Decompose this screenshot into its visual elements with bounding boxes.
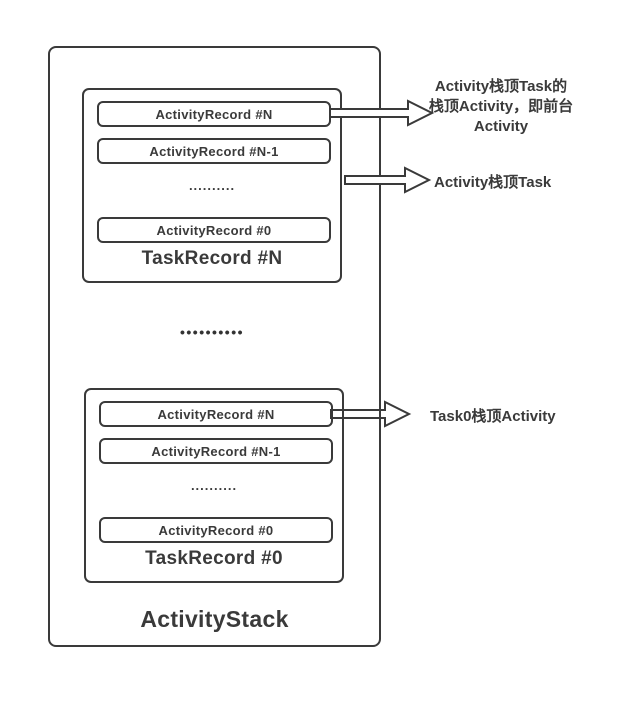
activity-record-0-label: ActivityRecord #0 [158, 522, 274, 538]
activity-record-n1-label: ActivityRecord #N-1 [149, 143, 279, 159]
task-record-n-box: ActivityRecord #N ActivityRecord #N-1 ..… [82, 88, 342, 283]
task-separator-dots: •••••••••• [179, 324, 244, 340]
activity-record-n1-box: ActivityRecord #N-1 [99, 438, 333, 464]
task-record-0-box: ActivityRecord #N ActivityRecord #N-1 ..… [84, 388, 344, 583]
right-arrow-icon [330, 400, 412, 428]
right-arrow-icon [344, 166, 432, 194]
annotation-top-task: Activity栈顶Task [434, 174, 552, 191]
annotation-foreground-activity: Activity栈顶Task的 栈顶Activity，即前台 Activity [428, 78, 574, 135]
task-record-0-label: TaskRecord #0 [145, 548, 283, 569]
task-record-n-label: TaskRecord #N [141, 248, 283, 269]
activity-stack-label: ActivityStack [140, 606, 289, 632]
ellipsis-dots: .......... [190, 478, 238, 493]
activity-record-n-box: ActivityRecord #N [99, 401, 333, 427]
activity-record-0-box: ActivityRecord #0 [99, 517, 333, 543]
activity-record-n1-label: ActivityRecord #N-1 [151, 443, 281, 459]
activity-record-n-box: ActivityRecord #N [97, 101, 331, 127]
activity-record-0-label: ActivityRecord #0 [156, 222, 272, 238]
activity-record-n-label: ActivityRecord #N [155, 106, 273, 122]
annotation-task0-top-activity: Task0栈顶Activity [430, 408, 556, 425]
ellipsis-dots: .......... [188, 178, 236, 193]
activity-record-n-label: ActivityRecord #N [157, 406, 275, 422]
activity-record-0-box: ActivityRecord #0 [97, 217, 331, 243]
right-arrow-icon [329, 99, 435, 127]
activity-record-n1-box: ActivityRecord #N-1 [97, 138, 331, 164]
